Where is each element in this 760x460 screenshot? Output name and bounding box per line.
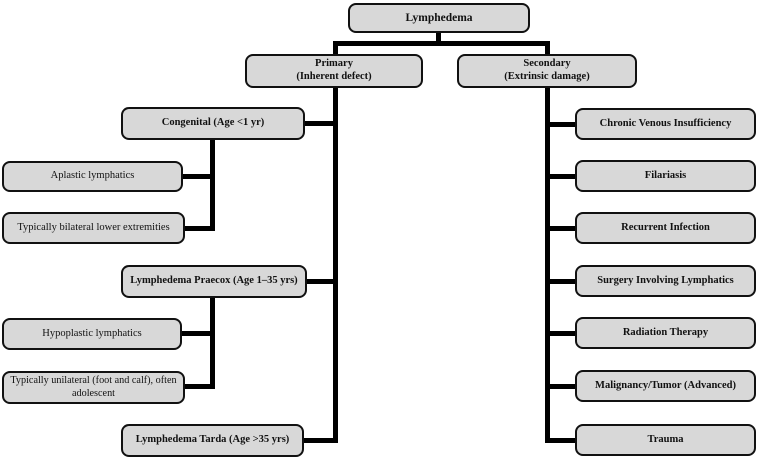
- secondary-connector-6-line: [547, 438, 575, 443]
- node-praecox: Lymphedema Praecox (Age 1–35 yrs): [121, 265, 307, 298]
- secondary-top-stub-line: [545, 44, 550, 55]
- node-surgery-involving-lymphatics: Surgery Involving Lymphatics: [575, 265, 756, 297]
- node-chronic-venous-insufficiency: Chronic Venous Insufficiency: [575, 108, 756, 140]
- secondary-connector-1-line: [547, 174, 575, 179]
- congenital-subtrunk-line: [210, 139, 215, 231]
- node-malignancy-tumor: Malignancy/Tumor (Advanced): [575, 370, 756, 402]
- node-unilateral-foot-calf: Typically unilateral (foot and calf), of…: [2, 371, 185, 404]
- node-congenital: Congenital (Age <1 yr): [121, 107, 305, 140]
- unilateral-connector-line: [183, 384, 215, 389]
- secondary-trunk-line: [545, 87, 550, 443]
- node-filariasis: Filariasis: [575, 160, 756, 192]
- primary-trunk-line: [333, 87, 338, 443]
- aplastic-connector-line: [181, 174, 215, 179]
- bilateral-connector-line: [183, 226, 215, 231]
- node-primary: Primary (Inherent defect): [245, 54, 423, 88]
- node-bilateral-extremities: Typically bilateral lower extremities: [2, 212, 185, 244]
- congenital-connector-line: [303, 121, 338, 126]
- node-aplastic-lymphatics: Aplastic lymphatics: [2, 161, 183, 192]
- node-trauma: Trauma: [575, 424, 756, 456]
- node-secondary-sublabel: (Extrinsic damage): [504, 71, 590, 82]
- hypoplastic-connector-line: [180, 331, 215, 336]
- tarda-connector-line: [302, 438, 338, 443]
- secondary-connector-5-line: [547, 384, 575, 389]
- root-branch-horizontal-line: [333, 41, 550, 46]
- node-tarda: Lymphedema Tarda (Age >35 yrs): [121, 424, 304, 457]
- secondary-connector-0-line: [547, 122, 575, 127]
- praecox-connector-line: [305, 279, 338, 284]
- secondary-connector-3-line: [547, 279, 575, 284]
- node-lymphedema: Lymphedema: [348, 3, 530, 33]
- node-secondary-label: Secondary: [523, 58, 571, 70]
- secondary-connector-4-line: [547, 331, 575, 336]
- node-radiation-therapy: Radiation Therapy: [575, 317, 756, 349]
- node-hypoplastic-lymphatics: Hypoplastic lymphatics: [2, 318, 182, 350]
- node-secondary: Secondary (Extrinsic damage): [457, 54, 637, 88]
- secondary-connector-2-line: [547, 226, 575, 231]
- node-recurrent-infection: Recurrent Infection: [575, 212, 756, 244]
- root-bottom-stub-line: [436, 33, 441, 44]
- praecox-subtrunk-line: [210, 297, 215, 389]
- primary-top-stub-line: [333, 44, 338, 55]
- node-primary-label: Primary: [315, 58, 353, 70]
- node-primary-sublabel: (Inherent defect): [296, 71, 372, 82]
